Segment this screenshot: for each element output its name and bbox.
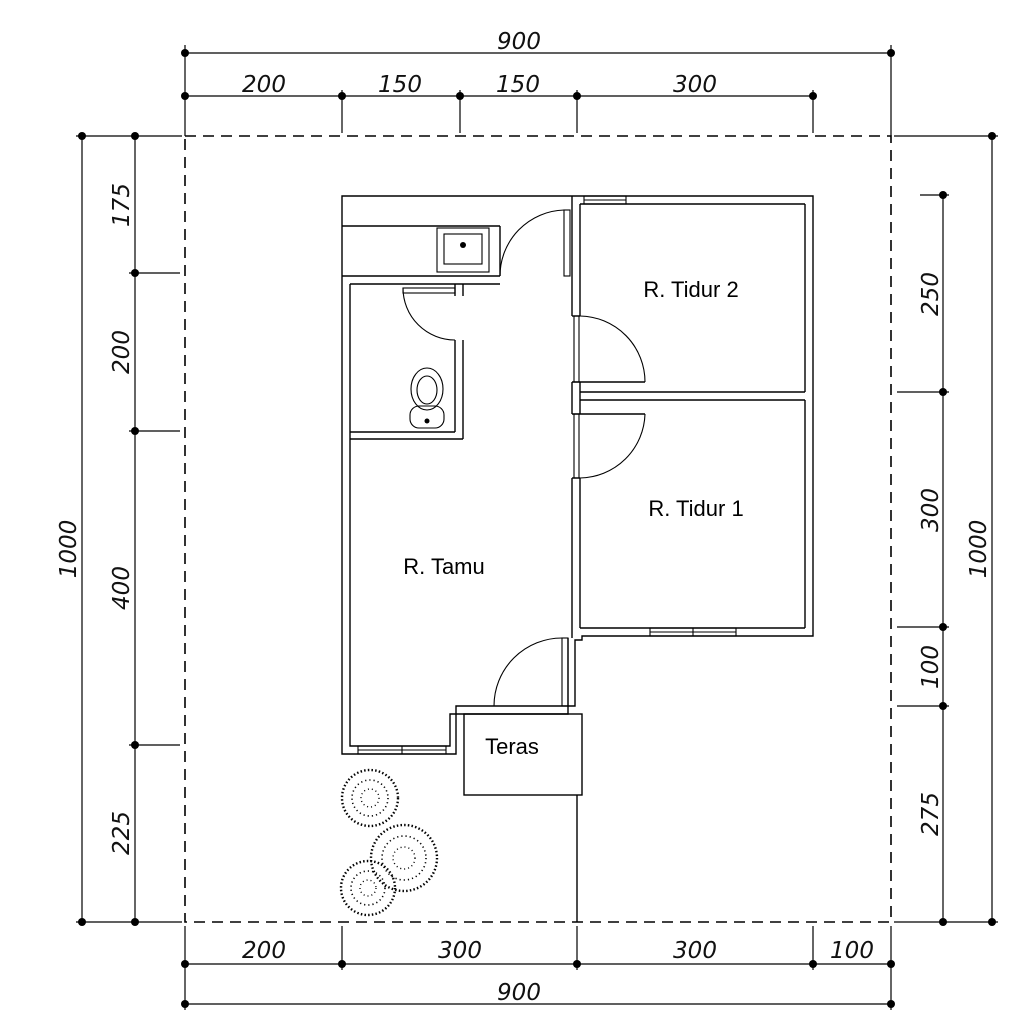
- bottom-total-dimension: 900: [497, 980, 541, 1006]
- left-dimension-4: 225: [109, 811, 135, 855]
- top-total-dimension: 900: [497, 29, 541, 55]
- left-total-dimension: 1000: [56, 520, 82, 579]
- window-bedroom-2: [583, 195, 627, 205]
- left-dimension-3: 400: [109, 566, 135, 610]
- top-dimension-4: 300: [673, 72, 717, 98]
- site-boundary: [184, 135, 892, 923]
- shrub-icon: [339, 768, 439, 917]
- top-dimension-1: 200: [242, 72, 286, 98]
- door-entrance: [493, 637, 569, 707]
- left-dimension-1: 175: [109, 183, 135, 227]
- door-bathroom: [402, 287, 456, 341]
- bottom-dimension-4: 100: [830, 938, 874, 964]
- right-total-dimension: 1000: [966, 520, 992, 579]
- sink-icon: [436, 227, 490, 273]
- door-kitchen: [499, 209, 571, 277]
- left-dimension-lines: [76, 132, 182, 926]
- bottom-dimension-lines: [181, 926, 895, 1010]
- right-dimension-1: 250: [918, 272, 944, 316]
- room-label-teras: Teras: [485, 734, 539, 759]
- room-label-tidur-2: R. Tidur 2: [643, 277, 738, 302]
- right-dimension-3: 100: [918, 645, 944, 689]
- toilet-icon: [409, 367, 445, 429]
- teras-area: [463, 713, 583, 796]
- top-dimension-3: 150: [496, 72, 540, 98]
- top-dimension-2: 150: [378, 72, 422, 98]
- house-walls: [341, 195, 814, 755]
- bottom-dimension-1: 200: [242, 938, 286, 964]
- top-dimension-lines: [181, 45, 895, 136]
- room-label-tamu: R. Tamu: [403, 554, 485, 579]
- right-dimension-4: 275: [918, 792, 944, 836]
- room-label-tidur-1: R. Tidur 1: [648, 496, 743, 521]
- window-bedroom-1: [649, 627, 737, 637]
- window-living-room: [357, 745, 447, 755]
- bottom-dimension-2: 300: [438, 938, 482, 964]
- left-dimension-2: 200: [109, 330, 135, 374]
- door-bedroom-1: [573, 413, 646, 479]
- bottom-dimension-3: 300: [673, 938, 717, 964]
- right-dimension-2: 300: [918, 488, 944, 532]
- right-dimension-lines: [894, 132, 998, 926]
- door-bedroom-2: [573, 315, 646, 383]
